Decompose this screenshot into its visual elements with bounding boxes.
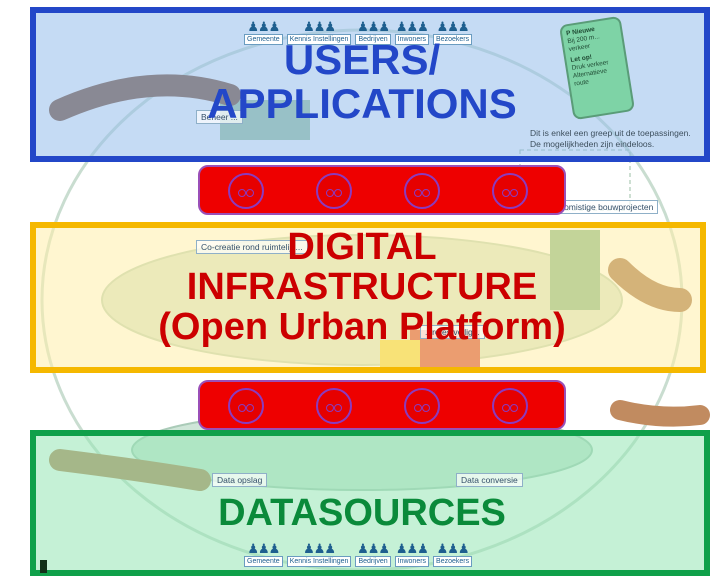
socket-icon <box>228 173 264 209</box>
socket-icon <box>492 388 528 424</box>
stakeholder-inwoners: ♟♟♟Inwoners <box>394 19 430 45</box>
applications-note: Dit is enkel een greep uit de toepassing… <box>530 128 691 150</box>
socket-icon <box>404 388 440 424</box>
infra-title-line-2: INFRASTRUCTURE <box>186 265 538 308</box>
data-opslag-label: Data opslag <box>212 473 268 487</box>
socket-icon <box>228 388 264 424</box>
stakeholders-top: ♟♟♟Gemeente ♟♟♟Kennis Instellingen ♟♟♟Be… <box>244 19 473 45</box>
note-line-1: Dit is enkel een greep uit de toepassing… <box>530 128 691 138</box>
people-icon: ♟♟♟ <box>436 19 470 34</box>
stakeholder-kennis: ♟♟♟Kennis Instellingen <box>286 541 352 567</box>
socket-icon <box>404 173 440 209</box>
people-icon: ♟♟♟ <box>395 19 429 34</box>
people-icon: ♟♟♟ <box>357 541 390 556</box>
bouwprojecten-label: ...omistige bouwprojecten <box>552 200 659 214</box>
note-line-2: De mogelijkheden zijn eindeloos. <box>530 139 655 149</box>
people-icon: ♟♟♟ <box>303 19 336 34</box>
datasources-layer <box>30 430 710 576</box>
stakeholders-bottom: ♟♟♟Gemeente ♟♟♟Kennis Instellingen ♟♟♟Be… <box>244 541 473 567</box>
stakeholder-bezoekers: ♟♟♟Bezoekers <box>433 541 473 567</box>
stakeholder-bezoekers: ♟♟♟Bezoekers <box>433 19 473 45</box>
socket-icon <box>492 173 528 209</box>
socket-icon <box>316 388 352 424</box>
corner-marker <box>40 560 47 573</box>
people-icon: ♟♟♟ <box>395 541 429 556</box>
socket-icon <box>316 173 352 209</box>
veiligheid-label: ...rotes veilig... <box>420 325 485 339</box>
people-icon: ♟♟♟ <box>247 19 280 34</box>
users-applications-title: USERS/ APPLICATIONS <box>0 36 724 128</box>
stakeholder-gemeente: ♟♟♟Gemeente <box>244 542 283 567</box>
beheer-label: Beheer ... <box>196 110 243 124</box>
users-title-line-1: USERS/ <box>283 36 441 83</box>
data-conversie-label: Data conversie <box>456 473 523 487</box>
infra-title-line-1: DIGITAL <box>287 226 437 268</box>
cocreation-label: Co-creatie rond ruimtelijk... <box>196 240 308 254</box>
stakeholder-kennis: ♟♟♟Kennis Instellingen <box>286 19 352 45</box>
stakeholder-inwoners: ♟♟♟Inwoners <box>394 541 430 567</box>
connector-bottom <box>198 380 566 430</box>
people-icon: ♟♟♟ <box>357 19 390 34</box>
infra-title-line-3: (Open Urban Platform) <box>158 305 566 348</box>
people-icon: ♟♟♟ <box>247 541 280 556</box>
stakeholder-bedrijven: ♟♟♟Bedrijven <box>355 541 391 567</box>
datasources-title: DATASOURCES <box>218 492 506 534</box>
people-icon: ♟♟♟ <box>303 541 336 556</box>
stakeholder-gemeente: ♟♟♟Gemeente <box>244 20 283 45</box>
stakeholder-bedrijven: ♟♟♟Bedrijven <box>355 19 391 45</box>
digital-infrastructure-layer <box>30 222 706 373</box>
digital-infrastructure-title: DIGITAL INFRASTRUCTURE (Open Urban Platf… <box>0 226 724 348</box>
connector-top <box>198 165 566 215</box>
people-icon: ♟♟♟ <box>436 541 470 556</box>
users-title-line-2: APPLICATIONS <box>207 80 517 128</box>
